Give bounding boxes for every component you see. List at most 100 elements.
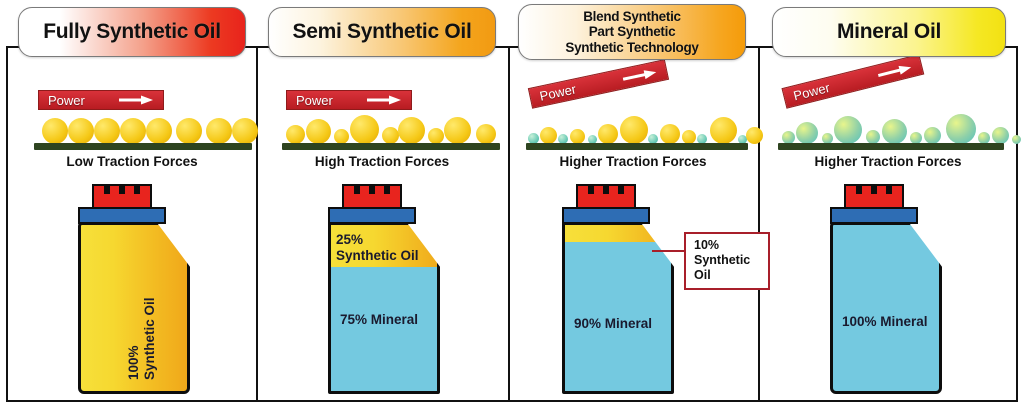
panel-header-title: Semi Synthetic Oil [292,20,472,44]
right-arrow-icon [367,95,401,105]
right-arrow-icon [622,69,657,81]
panel-divider-2 [508,46,510,402]
bottle-cap [92,184,152,209]
oil-bottle: 90% Mineral 10% Synthetic Oil [544,184,770,396]
particle [146,118,172,144]
frame-bottom-border [6,400,1018,402]
traction-caption: High Traction Forces [314,154,450,169]
traction-particles [30,112,260,144]
particle [978,132,990,144]
traction-particles [278,108,510,144]
particle [1012,135,1021,144]
particle [120,118,146,144]
particle [782,131,795,144]
particle [882,119,907,144]
bottle-body [562,222,674,394]
traction-particles [774,108,1021,144]
bottle-layer-label-mineral: 100% Mineral [842,314,928,329]
callout-synthetic-percentage: 10% Synthetic Oil [684,232,770,290]
oil-bottle: 100% Mineral [812,184,982,396]
particle [588,135,597,144]
particle [528,133,539,144]
frame-top-border [6,46,1018,48]
power-bar: Power [38,90,164,110]
panel-header-fully-synthetic: Fully Synthetic Oil [18,7,246,57]
callout-text: 10% Synthetic Oil [694,238,751,282]
frame-right-border [1016,46,1018,402]
power-label: Power [296,92,333,108]
bottle-layer-label-mineral: 75% Mineral [340,312,419,327]
bottle-body [830,222,942,394]
power-bar: Power [781,53,925,109]
bottle-collar [78,207,166,224]
bottle-cap [576,184,636,209]
bottle-layer-label: 100% Synthetic Oil [126,297,157,380]
panel-mineral-oil: Power Higher Traction Forces [760,46,1021,402]
surface-bar [526,143,748,150]
frame-left-border [6,46,8,402]
panel-header-blend-synthetic: Blend Synthetic Part Synthetic Synthetic… [518,4,746,60]
particle [834,116,862,144]
particle [428,128,444,144]
particle [398,117,425,144]
bottle-collar [830,207,918,224]
surface-bar [778,143,1004,150]
particle [992,127,1009,144]
power-bar: Power [527,59,670,109]
particle [350,115,379,144]
bottle-layer-mineral [331,266,437,391]
particle [910,132,922,144]
particle [68,118,94,144]
particle [286,125,305,144]
panel-header-line-3: Synthetic Technology [565,39,699,55]
particle [924,127,941,144]
traction-particles [522,108,763,144]
particle [94,118,120,144]
panel-semi-synthetic: Power High Traction Forces [258,46,506,402]
particle [796,122,818,144]
surface-bar [34,143,252,150]
particle [946,114,976,144]
panel-header-line-2: Part Synthetic [588,24,676,40]
particle [570,129,585,144]
bottle-layer-label-synthetic: 25% Synthetic Oil [336,232,419,263]
traction-caption: Low Traction Forces [66,154,198,169]
oil-bottle: 25% Synthetic Oil 75% Mineral [310,184,470,396]
bottle-layer-label-mineral: 90% Mineral [574,316,653,331]
power-label: Power [48,92,85,108]
particle [476,124,496,144]
panel-header-semi-synthetic: Semi Synthetic Oil [268,7,496,57]
callout-leader-line [652,250,690,252]
particle [598,124,618,144]
power-bar: Power [286,90,412,110]
particle [232,118,258,144]
panel-divider-3 [758,46,760,402]
particle [648,134,658,144]
surface-bar [282,143,500,150]
particle [620,116,648,144]
particle [682,130,696,144]
particle [540,127,557,144]
traction-caption: Higher Traction Forces [814,154,962,169]
panel-divider-1 [256,46,258,402]
particle [822,133,833,144]
bottle-cap [342,184,402,209]
traction-caption: Higher Traction Forces [559,154,707,169]
particle [306,119,331,144]
panel-header-mineral-oil: Mineral Oil [772,7,1006,57]
particle [42,118,68,144]
panel-header-title: Fully Synthetic Oil [43,20,221,44]
bottle-cap [844,184,904,209]
particle [206,118,232,144]
panel-header-title: Blend Synthetic Part Synthetic Synthetic… [565,9,699,55]
particle [738,135,747,144]
particle [176,118,202,144]
particle [746,127,763,144]
panel-header-title: Mineral Oil [836,20,942,44]
power-label: Power [538,81,578,104]
bottle-layer-synthetic [565,225,671,242]
particle [382,127,399,144]
particle [444,117,471,144]
panel-header-line-1: Blend Synthetic [583,9,681,25]
